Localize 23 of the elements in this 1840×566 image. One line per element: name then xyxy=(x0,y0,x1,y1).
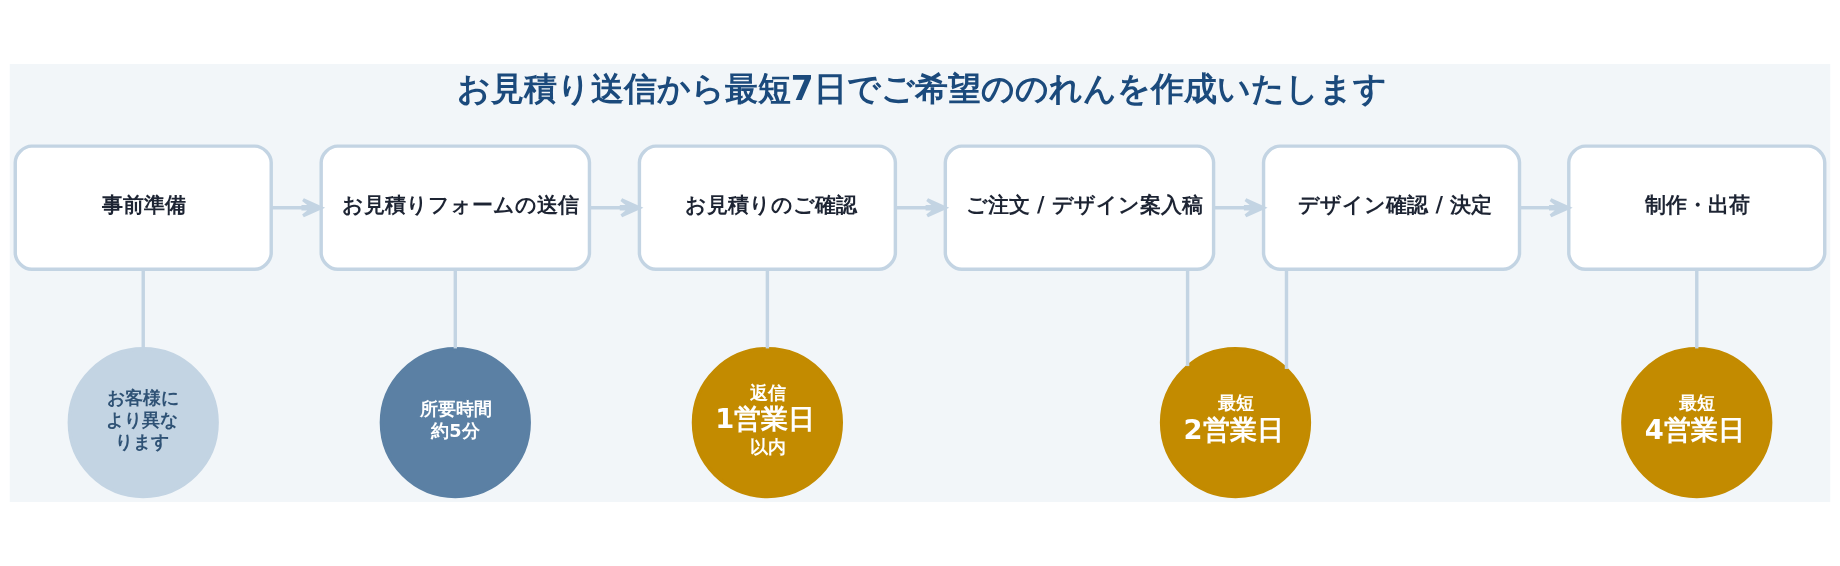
connector xyxy=(1185,269,1190,367)
arrow xyxy=(1213,198,1266,218)
arrow xyxy=(1519,198,1571,218)
node-box: デザイン確認 / 決定 xyxy=(1261,144,1522,271)
node-circle: 所要時間約5分 xyxy=(379,347,531,499)
node-box: 事前準備 xyxy=(13,144,273,271)
arrow xyxy=(895,198,947,218)
connector xyxy=(765,269,770,349)
node-box: ご注文 / デザイン案入稿 xyxy=(943,144,1216,271)
connector xyxy=(453,269,457,349)
node-circle: 返信 1営業日 以内 xyxy=(691,347,843,499)
connector xyxy=(141,269,145,349)
diagram-title: お見積り送信から最短7日でご希望ののれんを作成いたします xyxy=(456,69,1387,108)
node-box: お見積りフォームの送信 xyxy=(319,144,592,271)
connector xyxy=(1284,269,1289,369)
node-circle: お客様により異なります xyxy=(67,347,219,499)
node-circle: 最短 2営業日 xyxy=(1159,347,1312,499)
arrow xyxy=(589,198,641,218)
connector xyxy=(1695,269,1699,349)
node-box: お見積りのご確認 xyxy=(637,144,898,271)
arrow xyxy=(271,198,323,218)
node-circle: 最短 4営業日 xyxy=(1621,347,1773,499)
node-box: 制作・出荷 xyxy=(1567,144,1827,271)
